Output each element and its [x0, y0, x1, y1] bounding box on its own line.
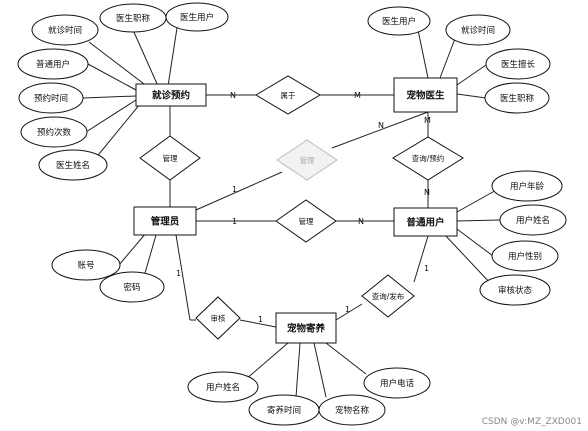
- attr-doc-title[interactable]: 医生职称: [484, 82, 550, 114]
- attr-appt-time[interactable]: 预约时间: [18, 82, 84, 114]
- rel-review[interactable]: 审核: [195, 296, 241, 340]
- card-admin-manage-user: 1: [232, 217, 237, 226]
- card-user-publish: 1: [424, 264, 429, 273]
- rel-manage-appointment-label: 管理: [163, 153, 178, 163]
- attr-user-gender[interactable]: 用户性别: [491, 240, 559, 272]
- attr-appt-count[interactable]: 预约次数: [20, 116, 88, 148]
- attr-doc-user-label: 医生用户: [382, 16, 416, 27]
- rel-review-label: 审核: [211, 313, 226, 323]
- rel-query-publish-label: 查询/发布: [372, 291, 405, 301]
- entity-appointment-label: 就诊预约: [152, 90, 190, 102]
- attr-user-age-label: 用户年龄: [510, 181, 545, 192]
- card-foster-review: 1: [258, 315, 263, 324]
- attr-admin-password-label: 密码: [123, 282, 140, 293]
- attr-doc-visit-time[interactable]: 就诊时间: [445, 14, 511, 46]
- rel-manage-appointment[interactable]: 管理: [139, 135, 201, 181]
- attr-doc-user[interactable]: 医生用户: [367, 6, 431, 36]
- rel-manage-user[interactable]: 管理: [275, 199, 337, 243]
- entity-foster[interactable]: 宠物寄养: [275, 312, 337, 344]
- attr-foster-pet-name-label: 宠物名称: [335, 405, 370, 416]
- card-doctor-query: M: [424, 116, 431, 125]
- attr-appt-time-label: 预约时间: [34, 93, 68, 104]
- entity-user-label: 普通用户: [406, 217, 444, 229]
- attr-appt-doctor-title[interactable]: 医生职称: [99, 3, 167, 33]
- rel-belongs-label: 属于: [281, 91, 296, 100]
- attr-admin-password[interactable]: 密码: [99, 271, 165, 303]
- attr-doc-title-label: 医生职称: [500, 93, 535, 104]
- rel-query-appoint[interactable]: 查询/预约: [392, 136, 464, 181]
- attr-doc-visit-time-label: 就诊时间: [461, 25, 495, 36]
- attr-user-review-status[interactable]: 审核状态: [479, 274, 551, 306]
- attr-doc-specialty[interactable]: 医生擅长: [485, 48, 551, 80]
- attr-user-review-status-label: 审核状态: [498, 285, 533, 296]
- attr-appt-doctor-name[interactable]: 医生姓名: [38, 149, 108, 181]
- attr-appt-doctor-title-label: 医生职称: [116, 13, 151, 24]
- attr-appt-visit-time[interactable]: 就诊时间: [31, 14, 99, 46]
- entity-pet-doctor[interactable]: 宠物医生: [393, 77, 458, 113]
- entity-foster-label: 宠物寄养: [287, 323, 326, 335]
- connector-lines: [82, 27, 501, 398]
- card-admin-manage-doctor: 1: [232, 185, 237, 194]
- rel-manage-doctor[interactable]: 管理: [276, 139, 338, 181]
- watermark: CSDN @v:MZ_ZXD001: [482, 417, 582, 427]
- attr-foster-user-name-label: 用户姓名: [206, 382, 240, 393]
- attr-admin-account-label: 账号: [77, 261, 94, 271]
- attr-appt-visit-time-label: 就诊时间: [48, 25, 82, 36]
- attr-user-name-label: 用户姓名: [516, 215, 550, 226]
- entity-user[interactable]: 普通用户: [393, 207, 458, 237]
- card-foster-publish: 1: [345, 305, 350, 314]
- attr-appt-count-label: 预约次数: [37, 127, 72, 138]
- attr-appt-user[interactable]: 普通用户: [17, 48, 89, 80]
- attr-user-age[interactable]: 用户年龄: [491, 170, 563, 202]
- card-user-manage: N: [358, 217, 364, 226]
- card-admin-review: 1: [176, 269, 181, 278]
- entity-admin-label: 管理员: [151, 216, 180, 228]
- rel-manage-user-label: 管理: [299, 216, 314, 226]
- attr-user-gender-label: 用户性别: [508, 251, 542, 262]
- attr-appt-doctor-name-label: 医生姓名: [56, 160, 90, 171]
- attr-foster-pet-name[interactable]: 宠物名称: [318, 394, 386, 426]
- card-appt-belongs: N: [230, 91, 236, 100]
- entity-appointment[interactable]: 就诊预约: [135, 83, 207, 107]
- card-user-query: N: [424, 188, 430, 197]
- attr-admin-account[interactable]: 账号: [51, 249, 121, 281]
- card-doctor-belongs: M: [354, 91, 361, 100]
- attr-doc-specialty-label: 医生擅长: [501, 59, 536, 70]
- attr-appt-doctor-user-label: 医生用户: [180, 12, 214, 23]
- attr-user-name[interactable]: 用户姓名: [499, 204, 567, 236]
- rel-manage-doctor-label: 管理: [300, 155, 315, 165]
- attr-foster-time[interactable]: 寄养时间: [248, 394, 320, 426]
- card-doctor-manage: N: [378, 121, 384, 130]
- attr-foster-user-phone[interactable]: 用户电话: [363, 367, 431, 399]
- attr-appt-user-label: 普通用户: [36, 59, 70, 70]
- rel-query-appoint-label: 查询/预约: [412, 153, 445, 163]
- entity-pet-doctor-label: 宠物医生: [406, 90, 445, 102]
- rel-belongs[interactable]: 属于: [255, 75, 321, 115]
- attr-appt-doctor-user[interactable]: 医生用户: [165, 2, 229, 32]
- attr-foster-user-name[interactable]: 用户姓名: [187, 371, 259, 403]
- entity-admin[interactable]: 管理员: [133, 206, 197, 236]
- attr-foster-user-phone-label: 用户电话: [380, 378, 415, 389]
- cardinality-labels: N M M N 1 N 1 N 1 1 1 1: [176, 91, 431, 324]
- rel-query-publish[interactable]: 查询/发布: [361, 274, 415, 318]
- attr-foster-time-label: 寄养时间: [267, 405, 301, 416]
